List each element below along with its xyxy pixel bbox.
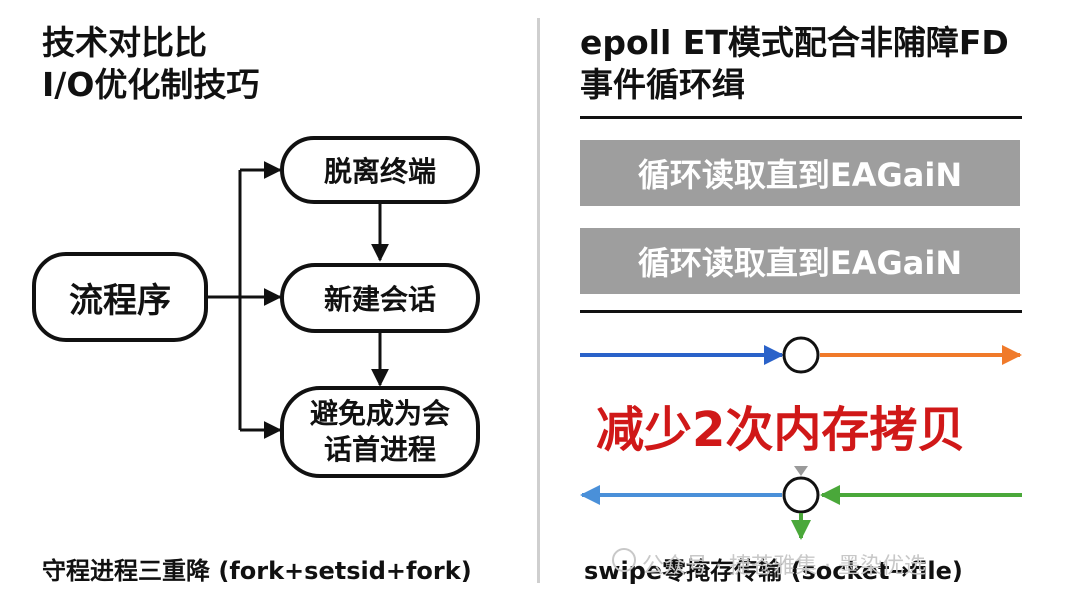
panel-divider <box>537 18 540 583</box>
data-flow-diagram <box>580 336 1022 540</box>
rule-middle <box>580 310 1022 313</box>
left-title-line1: 技术对比比 <box>42 23 207 62</box>
right-title-line2: 事件循环缉 <box>580 65 745 104</box>
root-node: 流程序 <box>32 252 208 342</box>
wechat-icon <box>612 548 636 572</box>
left-title-line2: I/O优化制技巧 <box>42 65 260 104</box>
node-new-session: 新建会话 <box>280 263 480 333</box>
flow-down-marker <box>794 466 808 476</box>
flow-node-bottom <box>782 476 820 514</box>
flow-node-top <box>782 336 820 374</box>
watermark-text: 公众号 · 捷苍雅集 · 墨染优选 <box>642 554 926 579</box>
node-avoid-session-leader: 避免成为会 话首进程 <box>280 386 480 478</box>
node3-line1: 避免成为会 <box>309 397 450 430</box>
flow-connectors <box>208 161 389 439</box>
right-caption: swipe零掩存传输 (socket→file) <box>584 557 963 585</box>
node3-line2: 话首进程 <box>323 433 436 466</box>
node-detach-terminal: 脱离终端 <box>280 136 480 204</box>
gray-bar-1: 循环读取直到EAGaiN <box>580 140 1020 206</box>
highlight-text: 减少2次内存拷贝 <box>596 402 966 458</box>
rule-top <box>580 116 1022 119</box>
gray-bar-2: 循环读取直到EAGaiN <box>580 228 1020 294</box>
left-caption: 守程进程三重降 (fork+setsid+fork) <box>42 557 472 585</box>
right-title-line1: epoll ET模式配合非陠障FD <box>580 23 1009 62</box>
